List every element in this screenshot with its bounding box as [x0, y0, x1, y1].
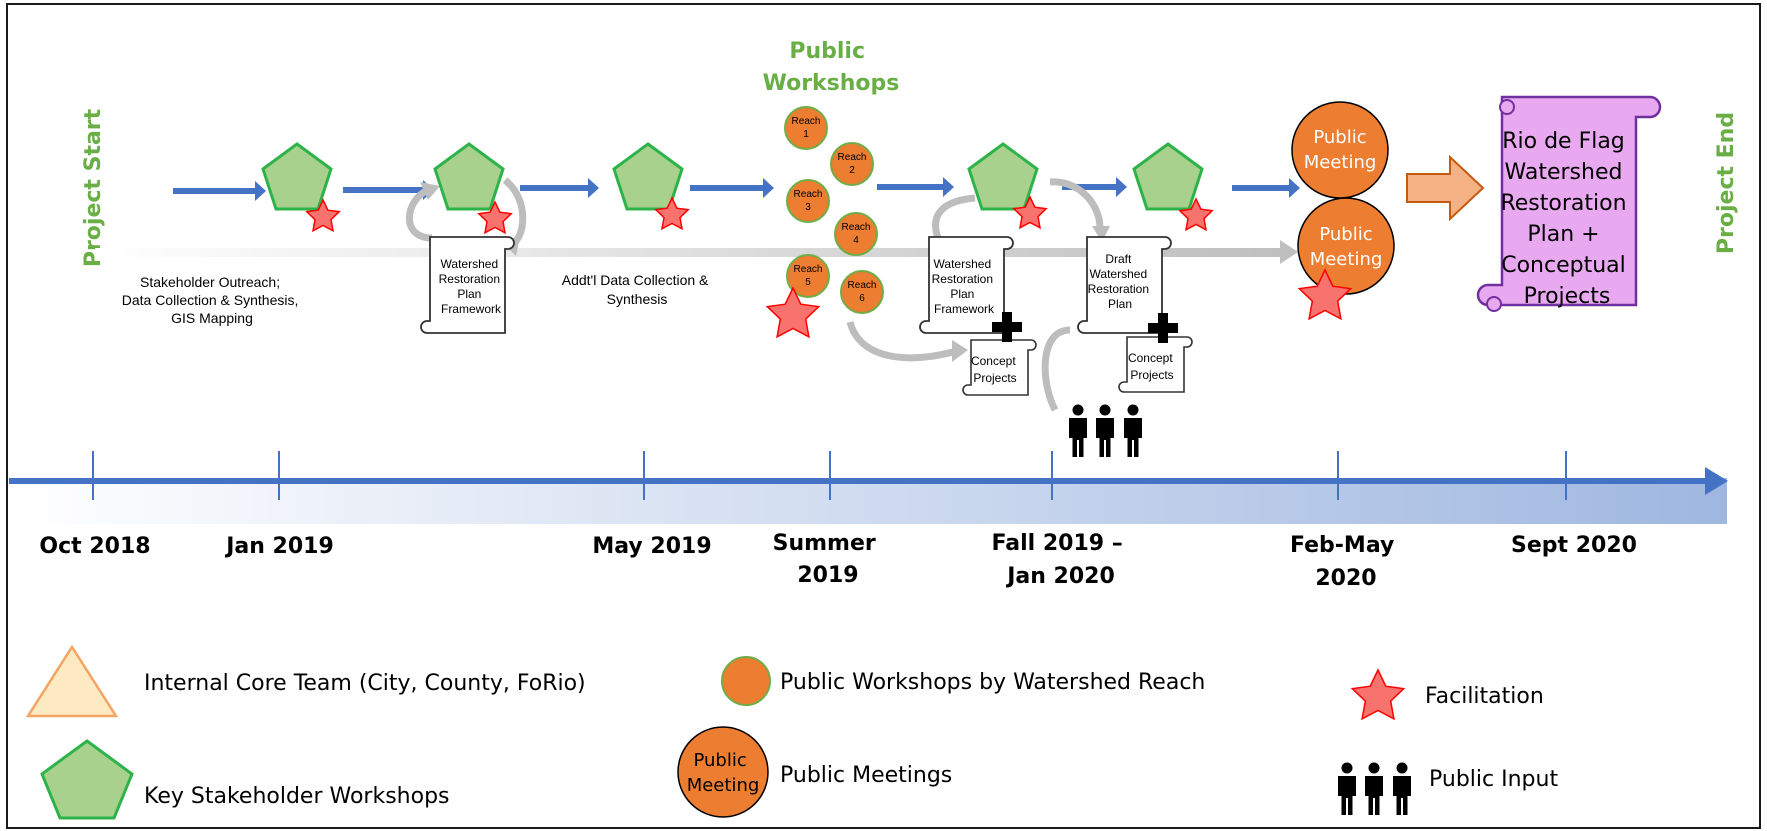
- scroll-framework-2: Watershed Restoration Plan Framework: [919, 236, 1014, 334]
- timeline-label: Summer 2019: [773, 531, 884, 588]
- project-end-label: Project End: [1714, 112, 1739, 254]
- public-input-legend-icon: [1338, 762, 1411, 815]
- stakeholder-workshop-1: [261, 142, 333, 211]
- scroll-framework-1: Watershed Restoration Plan Framework: [420, 236, 515, 334]
- reach-workshop-icon: [721, 656, 771, 706]
- scroll-draft-plan: Draft Watershed Restoration Plan: [1077, 236, 1172, 334]
- svg-text:Concept Projects: Concept Projects: [971, 354, 1019, 385]
- legend-stakeholder-workshops: Key Stakeholder Workshops: [144, 784, 450, 809]
- legend-public-input: Public Input: [1429, 767, 1558, 792]
- workshop-arrows: [173, 177, 1300, 201]
- scroll-concept-2: Concept Projects: [1118, 336, 1193, 393]
- svg-text:Watershed Restoration: Watershed Restoration Plan Framework: [932, 257, 997, 316]
- phase-data-collection-text: Addt'l Data Collection & Synthesis: [562, 272, 713, 307]
- gray-process-arrow: [95, 240, 1298, 264]
- svg-text:Watershed Restoration: Watershed Restoration Plan Framework: [439, 257, 504, 316]
- final-output-scroll: Rio de Flag Watershed Restoration Plan +…: [1476, 95, 1662, 312]
- legend-reach-workshops: Public Workshops by Watershed Reach: [780, 670, 1205, 695]
- timeline-band: [9, 478, 1727, 524]
- timeline-label: Feb-May 2020: [1290, 533, 1402, 591]
- timeline-label: Oct 2018: [39, 534, 150, 559]
- legend-public-meetings: Public Meetings: [780, 763, 952, 788]
- facilitation-star-icon: [1351, 669, 1405, 720]
- timeline-label: Sept 2020: [1511, 533, 1637, 558]
- svg-text:Public Meeting: Public Meeting: [687, 750, 760, 796]
- svg-text:Rio de Flag Watershed: Rio de Flag Watershed Restoration Plan +…: [1500, 129, 1633, 309]
- legend-core-team: Internal Core Team (City, County, FoRio): [144, 671, 586, 696]
- legend-facilitation: Facilitation: [1425, 684, 1544, 709]
- legend: Internal Core Team (City, County, FoRio)…: [25, 644, 1558, 820]
- stakeholder-workshop-5: [1132, 142, 1204, 211]
- phase-outreach-text: Stakeholder Outreach; Data Collection & …: [122, 274, 303, 326]
- timeline-label: May 2019: [592, 534, 711, 559]
- scroll-concept-1: Concept Projects: [962, 339, 1037, 396]
- timeline-label: Jan 2019: [224, 534, 334, 559]
- timeline-ticks: [92, 451, 1567, 500]
- project-start-label: Project Start: [81, 108, 106, 267]
- public-workshops-title: Public Workshops: [763, 39, 900, 96]
- public-input-icon: [1069, 404, 1142, 457]
- timeline-label: Fall 2019 – Jan 2020: [992, 531, 1131, 589]
- stakeholder-workshop-4: [967, 142, 1039, 211]
- svg-text:Draft Watershed Re: Draft Watershed Restoration Plan: [1088, 252, 1153, 311]
- timeline-axis: [9, 467, 1728, 495]
- output-arrow: [1406, 154, 1485, 222]
- stakeholder-workshop-2: [433, 142, 505, 211]
- frame-border: [6, 3, 1761, 829]
- cycle-arrows: [405, 177, 1104, 412]
- stakeholder-pentagon-icon: [40, 739, 134, 820]
- public-meeting-icon: Public Meeting: [677, 726, 769, 818]
- svg-text:Concept Projects: Concept Projects: [1128, 351, 1176, 382]
- core-team-triangle-icon: [25, 644, 119, 718]
